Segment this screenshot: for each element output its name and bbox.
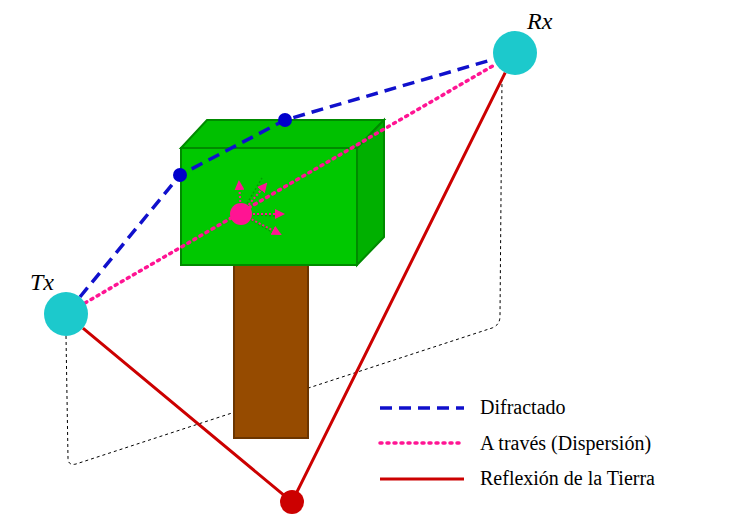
- diffracted-path: [80, 59, 494, 297]
- diffraction-point: [278, 113, 292, 127]
- antenna-label: Rx: [527, 9, 552, 33]
- antenna-node: Rx: [493, 31, 537, 75]
- legend-sample: [378, 473, 466, 485]
- legend-text: Reflexión de la Tierra: [480, 467, 655, 490]
- legend: Difractado A través (Dispersión) Reflexión…: [378, 390, 655, 497]
- crown-side: [357, 120, 384, 265]
- tree-trunk: [234, 262, 308, 438]
- reflection-point: [280, 490, 304, 514]
- ground-projection: [66, 78, 502, 464]
- legend-text: Difractado: [480, 396, 566, 419]
- antenna-label: Tx: [30, 270, 54, 294]
- legend-row: A través (Dispersión): [378, 426, 655, 462]
- legend-row: Reflexión de la Tierra: [378, 461, 655, 497]
- crown-front: [181, 148, 357, 265]
- diffraction-point: [173, 168, 187, 182]
- antenna-node: Tx: [44, 292, 88, 336]
- ground-reflection-path: [83, 73, 505, 502]
- legend-sample: [378, 437, 466, 449]
- legend-text: A través (Dispersión): [480, 432, 651, 455]
- scatter-point: [230, 203, 252, 225]
- legend-row: Difractado: [378, 390, 655, 426]
- legend-sample: [378, 402, 466, 414]
- scatter-path: [85, 64, 496, 303]
